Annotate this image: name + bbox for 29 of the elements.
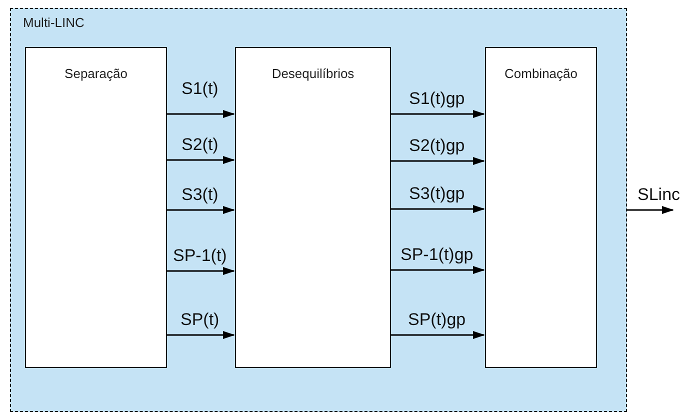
block-title: Combinação <box>504 66 578 81</box>
edge-label: S1(t) <box>180 80 220 98</box>
dashed-container <box>10 8 627 412</box>
arrow <box>166 331 235 339</box>
edge-label: SP(t)gp <box>407 311 467 329</box>
container-title: Multi-LINC <box>23 15 84 30</box>
arrow <box>166 206 235 214</box>
arrow <box>166 267 235 275</box>
edge-label: SP-1(t) <box>172 247 228 265</box>
edge-label: S3(t)gp <box>408 185 466 203</box>
arrow <box>166 110 235 118</box>
arrow <box>390 205 485 213</box>
edge-label: S2(t) <box>180 136 220 154</box>
block-box <box>235 47 391 368</box>
block-title: Separação <box>64 66 128 81</box>
arrow <box>390 157 485 165</box>
arrow <box>166 156 235 164</box>
block-box <box>485 47 597 368</box>
edge-label: SP(t) <box>180 311 220 329</box>
edge-label: SP-1(t)gp <box>400 246 474 264</box>
arrow <box>390 110 485 118</box>
edge-label: S3(t) <box>180 186 220 204</box>
block-box <box>25 47 167 368</box>
edge-label: S2(t)gp <box>408 137 466 155</box>
block-title: Desequilíbrios <box>270 66 356 81</box>
edge-label: S1(t)gp <box>408 90 466 108</box>
arrow <box>390 266 485 274</box>
arrow <box>390 331 485 339</box>
arrow <box>627 206 674 214</box>
